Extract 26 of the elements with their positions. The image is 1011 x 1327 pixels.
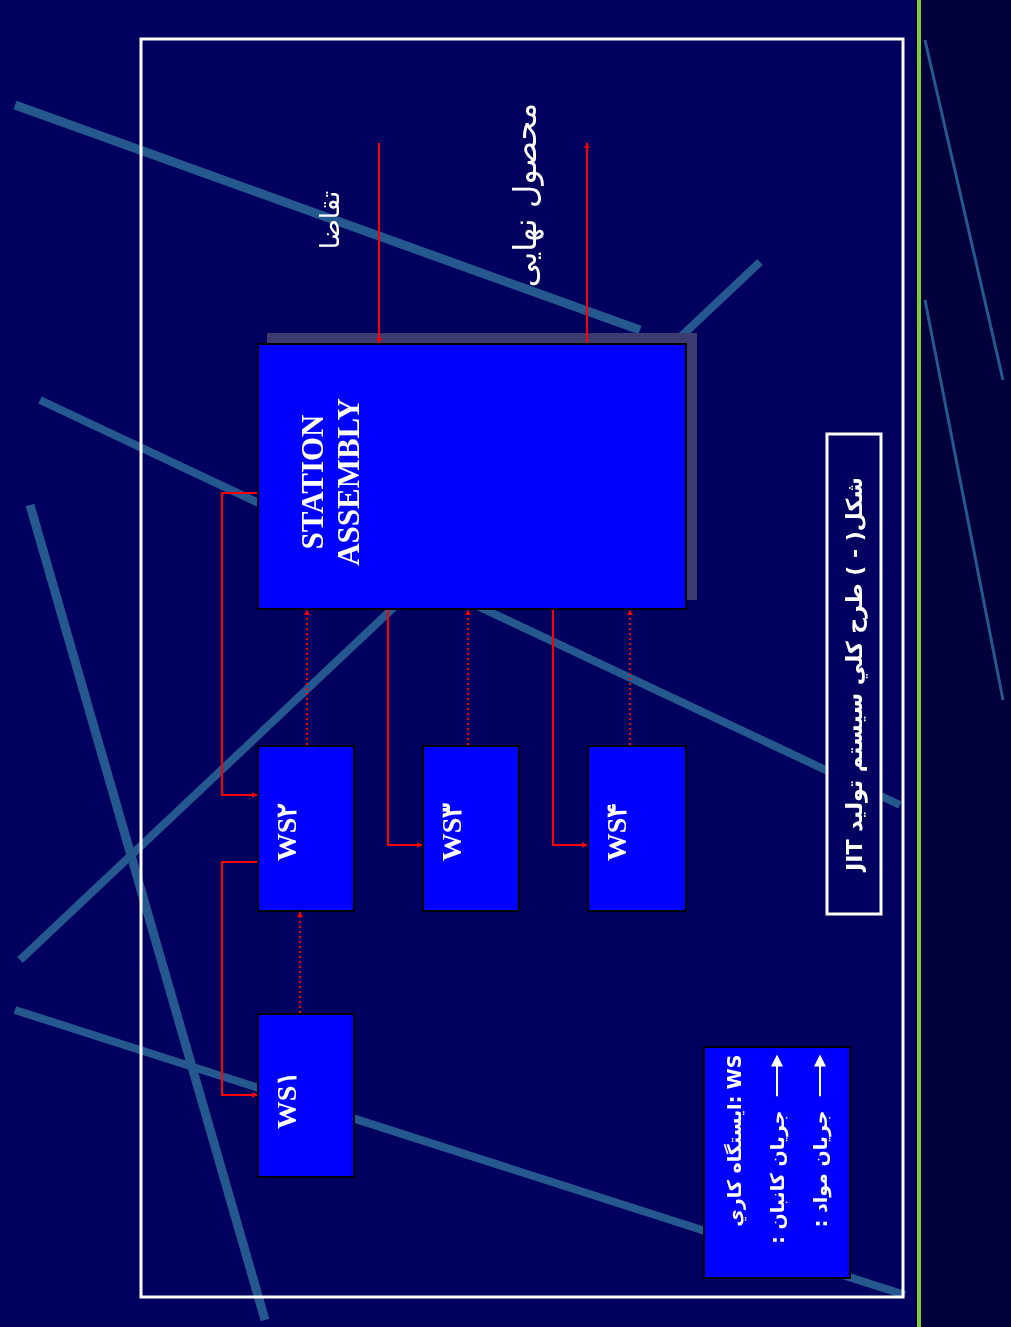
station-label: WS۴	[600, 802, 633, 862]
workstation-box	[422, 745, 520, 912]
station-label: WS۱	[270, 1070, 303, 1130]
legend-text: جریان مواد :	[809, 1110, 832, 1228]
workstation-box	[587, 745, 687, 912]
arrow	[221, 861, 258, 1098]
dotted-arrow	[465, 609, 471, 746]
workstation-box	[257, 1013, 355, 1178]
legend-text: جریان کانبان :	[766, 1110, 788, 1244]
edge-label: تقاضا	[315, 190, 345, 250]
dotted-arrow	[304, 609, 310, 746]
station-label: WS۲	[270, 802, 303, 862]
legend-text: WS :ایستگاه کاري	[722, 1054, 745, 1227]
arrow	[376, 142, 382, 344]
station-label: STATION ASSEMBLY	[295, 397, 367, 568]
workstation-box	[257, 745, 355, 912]
caption-box: شکل( - ) طرح کلي سيستم توليد JIT	[825, 432, 883, 916]
arrow	[387, 609, 423, 848]
arrow	[584, 142, 590, 344]
arrow	[552, 609, 588, 848]
station-label: WS۳	[435, 802, 468, 862]
arrow	[221, 492, 258, 798]
edge-label: محصول نهایی	[506, 102, 544, 288]
dotted-arrow	[627, 609, 633, 746]
dotted-arrow	[297, 911, 303, 1014]
assembly-station-box	[257, 343, 687, 610]
